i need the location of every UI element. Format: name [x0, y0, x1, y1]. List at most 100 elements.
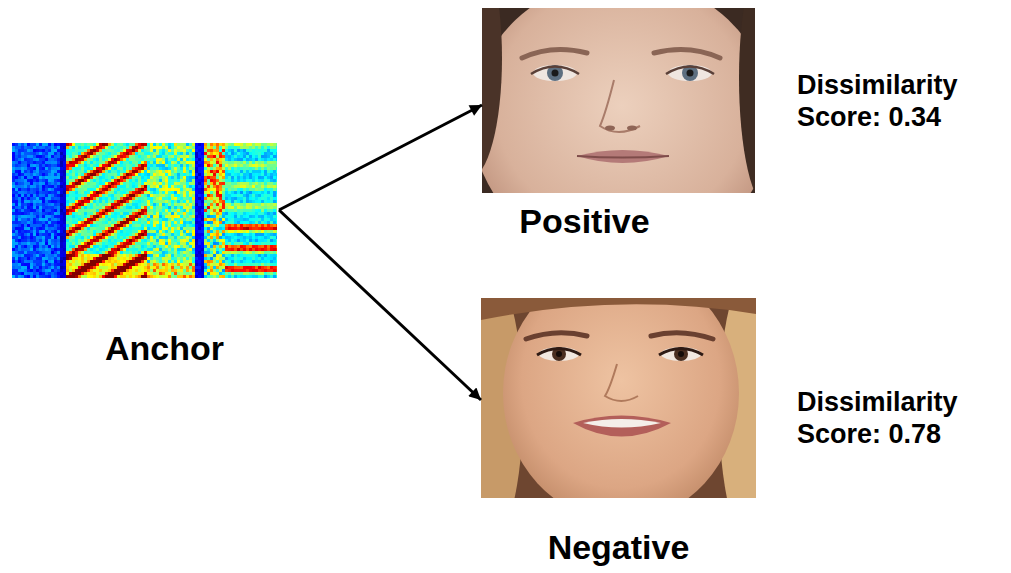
spectrogram-cell: [123, 185, 127, 189]
spectrogram-cell: [30, 224, 34, 228]
spectrogram-cell: [93, 170, 97, 174]
spectrogram-cell: [24, 176, 28, 180]
spectrogram-cell: [33, 254, 37, 258]
spectrogram-cell: [96, 194, 100, 198]
spectrogram-cell: [111, 158, 115, 162]
spectrogram-cell: [36, 239, 40, 243]
spectrogram-cell: [105, 170, 109, 174]
spectrogram-cell: [60, 215, 64, 219]
spectrogram-cell: [48, 167, 52, 171]
spectrogram-cell: [102, 248, 106, 252]
spectrogram-cell: [72, 176, 76, 180]
spectrogram-cell: [72, 230, 76, 234]
spectrogram-cell: [114, 266, 118, 270]
spectrogram-cell: [117, 251, 121, 255]
spectrogram-cell: [141, 176, 145, 180]
spectrogram-cell: [21, 182, 25, 186]
spectrogram-cell: [63, 179, 67, 183]
spectrogram-cell: [57, 152, 61, 156]
spectrogram-cell: [36, 158, 40, 162]
spectrogram-cell: [33, 275, 37, 278]
spectrogram-cell: [45, 269, 49, 273]
spectrogram-cell: [138, 242, 142, 246]
spectrogram-cell: [126, 203, 130, 207]
spectrogram-cell: [99, 257, 103, 261]
spectrogram-cell: [12, 206, 16, 210]
spectrogram-cell: [12, 275, 16, 278]
spectrogram-cell: [120, 260, 124, 264]
spectrogram-cell: [42, 260, 46, 264]
spectrogram-cell: [78, 173, 82, 177]
spectrogram-cell: [15, 263, 19, 267]
spectrogram-cell: [63, 275, 67, 278]
spectrogram-cell: [90, 260, 94, 264]
spectrogram-cell: [63, 263, 67, 267]
spectrogram-cell: [57, 248, 61, 252]
spectrogram-cell: [81, 227, 85, 231]
spectrogram-cell: [12, 218, 16, 222]
spectrogram-cell: [30, 191, 34, 195]
spectrogram-cell: [114, 206, 118, 210]
spectrogram-cell: [81, 254, 85, 258]
spectrogram-cell: [93, 209, 97, 213]
spectrogram-cell: [66, 179, 70, 183]
spectrogram-cell: [102, 212, 106, 216]
spectrogram-cell: [90, 227, 94, 231]
spectrogram-cell: [138, 191, 142, 195]
spectrogram-cell: [111, 173, 115, 177]
spectrogram-cell: [54, 221, 58, 225]
spectrogram-cell: [108, 224, 112, 228]
spectrogram-cell: [108, 173, 112, 177]
spectrogram-cell: [90, 233, 94, 237]
spectrogram-cell: [114, 221, 118, 225]
spectrogram-cell: [51, 191, 55, 195]
spectrogram-cell: [66, 218, 70, 222]
spectrogram-cell: [27, 254, 31, 258]
spectrogram-cell: [111, 257, 115, 261]
spectrogram-cell: [75, 221, 79, 225]
spectrogram-cell: [78, 218, 82, 222]
spectrogram-cell: [99, 227, 103, 231]
spectrogram-cell: [102, 257, 106, 261]
spectrogram-cell: [33, 257, 37, 261]
spectrogram-cell: [33, 149, 37, 153]
spectrogram-cell: [75, 200, 79, 204]
spectrogram-cell: [48, 179, 52, 183]
spectrogram-cell: [66, 143, 70, 147]
spectrogram-cell: [60, 269, 64, 273]
spectrogram-cell: [120, 266, 124, 270]
spectrogram-cell: [78, 242, 82, 246]
spectrogram-cell: [24, 158, 28, 162]
spectrogram-cell: [135, 239, 139, 243]
spectrogram-cell: [60, 254, 64, 258]
spectrogram-cell: [99, 275, 103, 278]
spectrogram-cell: [132, 254, 136, 258]
spectrogram-cell: [84, 233, 88, 237]
spectrogram-cell: [81, 230, 85, 234]
spectrogram-cell: [54, 179, 58, 183]
spectrogram-cell: [60, 248, 64, 252]
spectrogram-cell: [138, 248, 142, 252]
spectrogram-cell: [81, 155, 85, 159]
spectrogram-cell: [111, 209, 115, 213]
spectrogram-cell: [102, 185, 106, 189]
spectrogram-cell: [54, 149, 58, 153]
spectrogram-cell: [27, 224, 31, 228]
spectrogram-cell: [129, 230, 133, 234]
spectrogram-cell: [81, 236, 85, 240]
spectrogram-cell: [102, 224, 106, 228]
spectrogram-cell: [120, 272, 124, 276]
spectrogram-cell: [105, 248, 109, 252]
spectrogram-cell: [138, 215, 142, 219]
spectrogram-cell: [63, 230, 67, 234]
spectrogram-cell: [75, 197, 79, 201]
spectrogram-cell: [114, 236, 118, 240]
spectrogram-cell: [126, 245, 130, 249]
spectrogram-cell: [78, 155, 82, 159]
spectrogram-cell: [66, 176, 70, 180]
spectrogram-cell: [99, 194, 103, 198]
spectrogram-cell: [96, 185, 100, 189]
spectrogram-cell: [90, 263, 94, 267]
spectrogram-cell: [93, 242, 97, 246]
spectrogram-cell: [126, 194, 130, 198]
